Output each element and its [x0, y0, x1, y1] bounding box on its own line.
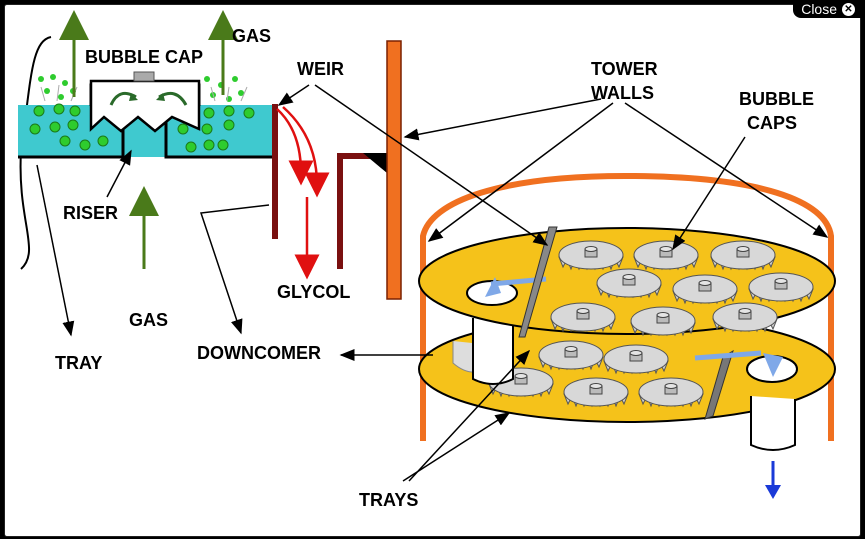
close-label: Close [801, 1, 837, 17]
label-tower-walls-2: WALLS [591, 83, 654, 103]
label-downcomer: DOWNCOMER [197, 343, 321, 363]
tower-wall-section [386, 40, 402, 300]
weir-plate [272, 104, 278, 239]
label-riser: RISER [63, 203, 118, 223]
bubble-cap-tray-diagram: BUBBLE CAP GAS WEIR TOWER WALLS BUBBLE C… [18, 10, 836, 510]
label-bubble-caps-1: BUBBLE [739, 89, 814, 109]
gas-bubbles [29, 103, 255, 153]
label-glycol: GLYCOL [277, 282, 350, 302]
label-gas-bottom: GAS [129, 310, 168, 330]
diagram-frame: BUBBLE CAP GAS WEIR TOWER WALLS BUBBLE C… [4, 4, 861, 537]
label-gas-top: GAS [232, 26, 271, 46]
label-bubble-caps-2: CAPS [747, 113, 797, 133]
cap-nut [133, 71, 155, 82]
close-button[interactable]: Close ✕ [793, 0, 861, 18]
label-tray: TRAY [55, 353, 102, 373]
downcomer-plate [337, 153, 383, 269]
label-trays: TRAYS [359, 490, 418, 510]
label-weir: WEIR [297, 59, 344, 79]
close-icon: ✕ [842, 2, 855, 16]
label-bubble-cap: BUBBLE CAP [85, 47, 203, 67]
leader-lines [36, 84, 829, 482]
label-tower-walls-1: TOWER [591, 59, 658, 79]
bubble-cap-cross-section [18, 10, 402, 300]
tower-shell [420, 172, 834, 441]
tray-assembly [418, 172, 836, 499]
